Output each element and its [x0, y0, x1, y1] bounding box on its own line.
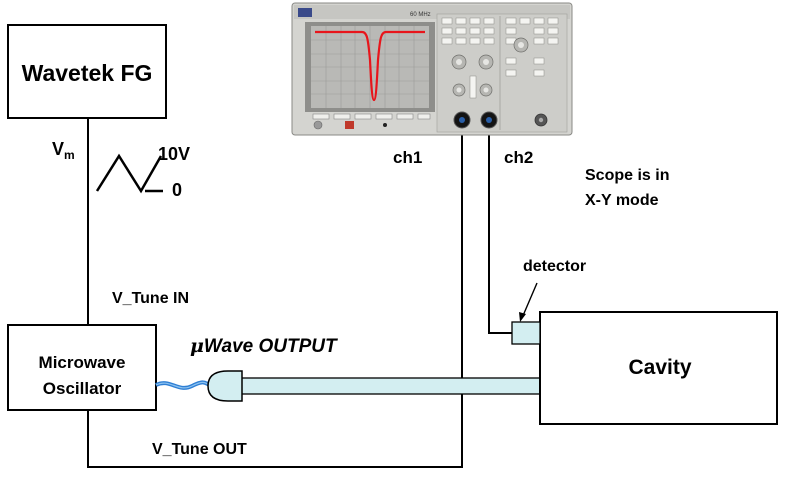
tune-in-label: V_Tune IN [112, 290, 189, 307]
cavity-label: Cavity [628, 356, 691, 379]
scope-softkeys [312, 113, 431, 120]
wires [87, 118, 512, 468]
waveguide-connector [207, 370, 243, 402]
scope-grid [311, 26, 429, 108]
waveguide [239, 377, 541, 395]
microwave-oscillator-box [7, 324, 157, 411]
detector-label: detector [523, 258, 586, 275]
scope-mode-note-line2: X-Y mode [585, 192, 659, 209]
detector-arrow [521, 282, 538, 319]
microwave-oscillator-label-line1: Microwave [39, 353, 126, 372]
tune-out-label: V_Tune OUT [152, 441, 247, 458]
function-generator-box [7, 24, 167, 119]
scope-buttons [441, 17, 559, 77]
scope-mode-note-line1: Scope is in [585, 167, 669, 184]
uwave-output-label: μWave OUTPUT [190, 335, 338, 357]
wire-tune-out-to-ch1 [87, 118, 463, 468]
vm-label-subscript: m [64, 148, 75, 162]
scope-knob-centers [456, 42, 524, 93]
scope-power-knob [313, 120, 323, 130]
ch1-input-connector-center [459, 117, 465, 123]
signal-low-label: 0 [172, 180, 182, 200]
vm-label-v: V [52, 139, 64, 159]
scope-knob-divider [469, 75, 477, 99]
signal-high-label: 10V [158, 144, 190, 164]
triangle-wave-icon [95, 153, 163, 194]
wire-detector-to-ch2 [488, 118, 512, 334]
vm-label: Vm [52, 139, 75, 162]
ch1-label: ch1 [393, 148, 422, 167]
ext-trigger-connector-center [538, 117, 544, 123]
ch2-input-connector-center [486, 117, 492, 123]
oscilloscope: 60 MHz [291, 2, 573, 136]
function-generator-label: Wavetek FG [22, 60, 153, 86]
scope-small-dot [383, 123, 387, 127]
scope-trace [315, 30, 425, 102]
detector-arrowhead [519, 312, 526, 322]
scope-brand-logo [298, 8, 312, 17]
scope-red-indicator [345, 121, 354, 129]
scope-frequency-label: 60 MHz [410, 12, 431, 18]
uwave-output-mu: μ [190, 335, 204, 357]
uwave-output-text: Wave OUTPUT [204, 336, 338, 357]
microwave-oscillator-label-line2: Oscillator [43, 379, 122, 398]
detector [511, 321, 541, 345]
ch2-label: ch2 [504, 148, 533, 167]
cavity-box [539, 311, 778, 425]
